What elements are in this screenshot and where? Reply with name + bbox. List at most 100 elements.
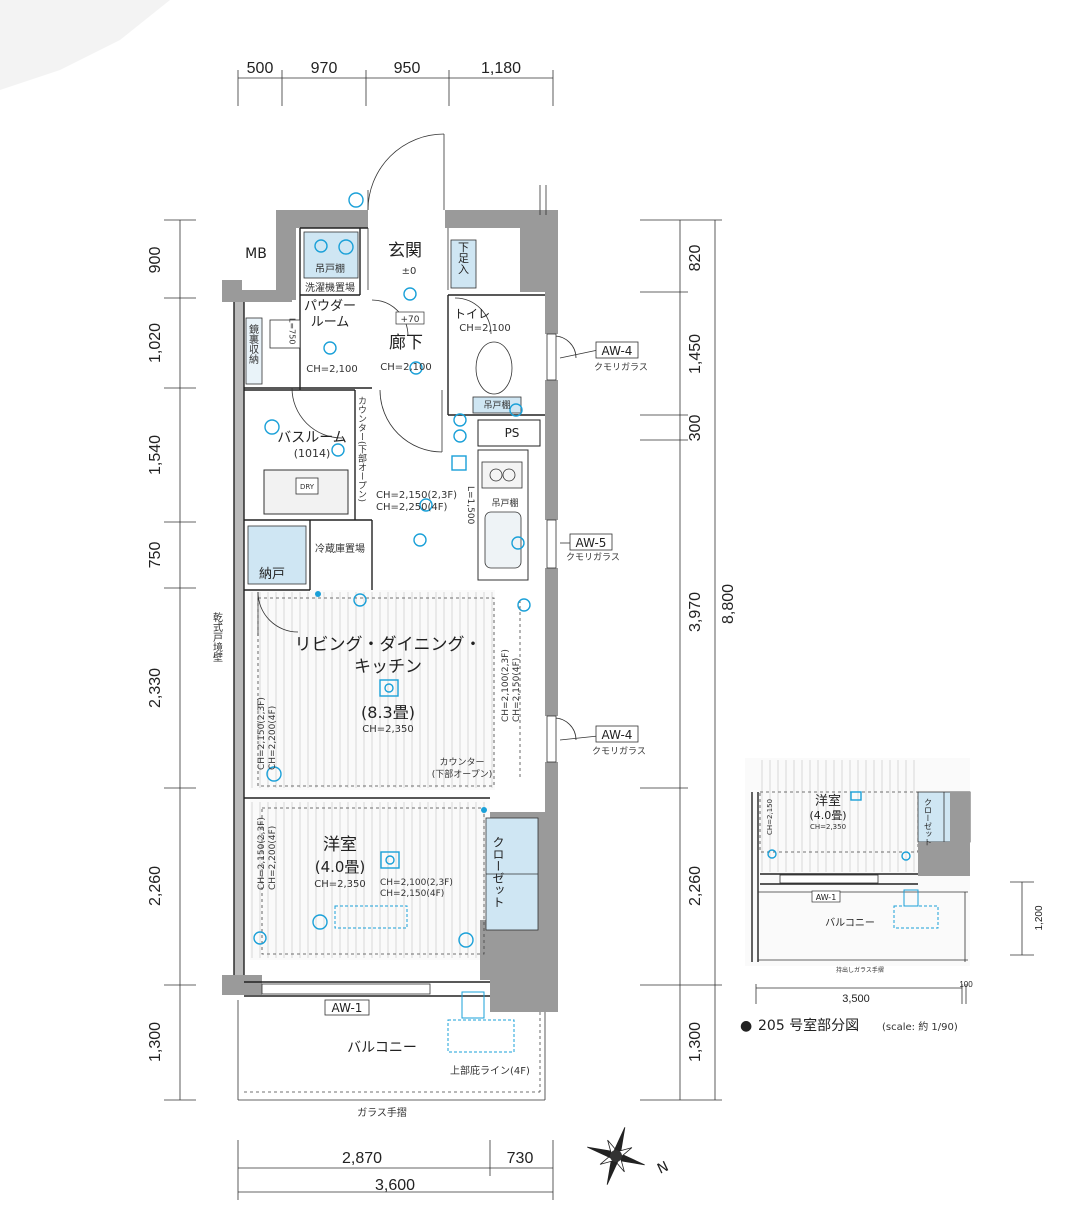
- label-dry-wall: 乾式戸境壁: [211, 611, 223, 662]
- inset-dim-width: 3,500: [842, 993, 870, 1005]
- electrical-symbols: [253, 192, 531, 1053]
- window-aw5: AW-5: [576, 536, 607, 550]
- left-dim-1540: 1,540: [147, 435, 164, 475]
- label-ldk-2: キッチン: [354, 657, 422, 677]
- label-youshitsu-ch: CH=2,350: [314, 879, 366, 890]
- window-callouts: AW-4 クモリガラス AW-5 クモリガラス AW-4 クモリガラス AW-1: [324, 341, 648, 1016]
- label-rouka-level: +70: [401, 315, 420, 325]
- window-aw4-bottom-note: クモリガラス: [592, 746, 646, 757]
- label-powder-2: ルーム: [311, 315, 350, 330]
- washbasin: [269, 319, 301, 349]
- label-counter-vertical: カウンター(下部オープン): [356, 396, 367, 502]
- storage-shelf: [247, 525, 307, 585]
- inset-balcony: バルコニー: [825, 917, 875, 929]
- label-dry: DRY: [300, 483, 315, 491]
- bottom-dim-2870: 2,870: [342, 1150, 382, 1167]
- label-ps: PS: [505, 426, 520, 440]
- inset-caption-scale: (scale: 約 1/90): [882, 1020, 958, 1033]
- interior-partitions: [237, 227, 546, 1101]
- label-rouka: 廊下: [389, 333, 423, 353]
- bottom-dimension-line: 2,870 730 3,600: [237, 1140, 554, 1200]
- bottom-dim-730: 730: [507, 1150, 534, 1167]
- compass-north-label: N: [655, 1159, 671, 1178]
- left-dimension-line: 900 1,020 1,540 750 2,330 2,260 1,300: [147, 219, 196, 1101]
- interior-doors: [257, 297, 577, 741]
- label-youshitsu-left-ch-1: CH=2,150(2,3F): [257, 817, 267, 890]
- mirror-storage: [245, 317, 263, 385]
- inset-dim-100: 100: [959, 980, 973, 989]
- inset-plan: 洋室 (4.0畳) CH=2,350 CH=2,150 クローゼット AW-1 …: [740, 758, 1045, 1034]
- washing-area-cabinet: [303, 231, 359, 279]
- label-laundry: 洗濯機置場: [305, 281, 355, 294]
- fixtures: [245, 231, 539, 931]
- right-windows: [261, 333, 557, 995]
- label-upper-eave: 上部庇ライン(4F): [450, 1064, 530, 1077]
- entrance-door[interactable]: [367, 133, 445, 211]
- dry-unit: [295, 477, 319, 495]
- inset-caption-bullet: ●: [740, 1018, 752, 1034]
- inset-room-size: (4.0畳): [809, 809, 846, 822]
- label-counter: カウンター: [439, 757, 484, 768]
- label-youshitsu-size: (4.0畳): [315, 858, 366, 876]
- label-fridge: 冷蔵庫置場: [315, 542, 365, 555]
- label-youshitsu-left-ch-2: CH=2,200(4F): [268, 826, 278, 890]
- label-glass-rail: ガラス手摺: [357, 1106, 407, 1119]
- top-dim-500: 500: [247, 60, 274, 77]
- inset-dim-height: 1,200: [1034, 905, 1045, 930]
- left-dim-900: 900: [147, 247, 164, 274]
- label-ldk-right-ch-2: CH=2,150(4F): [512, 658, 522, 722]
- label-toilet-shelf: 吊戸棚: [483, 399, 510, 411]
- left-dim-1300: 1,300: [147, 1022, 164, 1062]
- right-dim-1300: 1,300: [687, 1022, 704, 1062]
- label-ldk-right-ch-1: CH=2,100(2,3F): [501, 649, 511, 722]
- inset-caption: 205 号室部分図: [758, 1017, 859, 1034]
- label-youshitsu: 洋室: [323, 835, 357, 855]
- window-aw4-top: AW-4: [602, 344, 633, 358]
- label-mb: MB: [245, 246, 267, 262]
- window-aw4-bottom: AW-4: [602, 728, 633, 742]
- left-dim-1020: 1,020: [147, 323, 164, 363]
- right-dim-1450: 1,450: [687, 334, 704, 374]
- corner-decoration: [0, 0, 170, 90]
- label-kitchen-ch-2: CH=2,250(4F): [376, 502, 448, 513]
- label-ldk-left-ch-2: CH=2,200(4F): [268, 706, 278, 770]
- toilet-bowl: [475, 341, 513, 395]
- left-dim-2260: 2,260: [147, 866, 164, 906]
- ceiling-lines: [257, 597, 521, 955]
- inset-rail: 持出しガラス手摺: [836, 966, 884, 974]
- right-dimension-line: 820 1,450 300 3,970 8,800 2,260 1,300: [640, 219, 737, 1101]
- top-dim-1180: 1,180: [481, 60, 521, 77]
- label-ldk-left-ch-1: CH=2,150(2,3F): [257, 697, 267, 770]
- inset-closet: クローゼット: [924, 798, 933, 846]
- window-aw4-top-note: クモリガラス: [594, 362, 648, 373]
- label-shoe-box: 下足入: [457, 242, 470, 275]
- label-closet: クローゼット: [491, 836, 505, 908]
- label-bath: バスルーム: [277, 430, 347, 446]
- inset-room-ch: CH=2,350: [810, 823, 846, 831]
- kitchen-sink: [484, 511, 522, 569]
- label-youshitsu-ch-b-2: CH=2,150(4F): [380, 889, 444, 899]
- label-ldk-ch: CH=2,350: [362, 724, 414, 735]
- label-mirror-storage: 鏡裏収納: [247, 323, 259, 365]
- right-dim-820: 820: [687, 245, 704, 272]
- label-tsuritodana: 吊戸棚: [315, 262, 345, 275]
- label-kitchen-ch-1: CH=2,150(2,3F): [376, 490, 457, 501]
- left-dim-750: 750: [147, 542, 164, 569]
- label-balcony: バルコニー: [347, 1040, 417, 1056]
- top-dimension-line: 500 970 950 1,180: [237, 60, 554, 106]
- label-ldk-size: (8.3畳): [361, 703, 415, 722]
- right-dim-2260: 2,260: [687, 866, 704, 906]
- label-genkan-level: ±0: [402, 266, 417, 277]
- bedroom-flooring: [250, 800, 490, 960]
- right-dim-300: 300: [687, 415, 704, 442]
- label-counter-2: (下部オープン): [432, 768, 492, 780]
- shoe-box: [450, 239, 477, 289]
- window-aw1: AW-1: [332, 1001, 363, 1015]
- right-dim-3970: 3,970: [687, 592, 704, 632]
- inset-room-ch-side: CH=2,150: [766, 799, 774, 835]
- label-bath-size: (1014): [294, 447, 331, 460]
- bottom-dim-3600: 3,600: [375, 1177, 415, 1194]
- label-youshitsu-ch-b-1: CH=2,100(2,3F): [380, 878, 453, 888]
- label-l750: L=750: [288, 318, 297, 344]
